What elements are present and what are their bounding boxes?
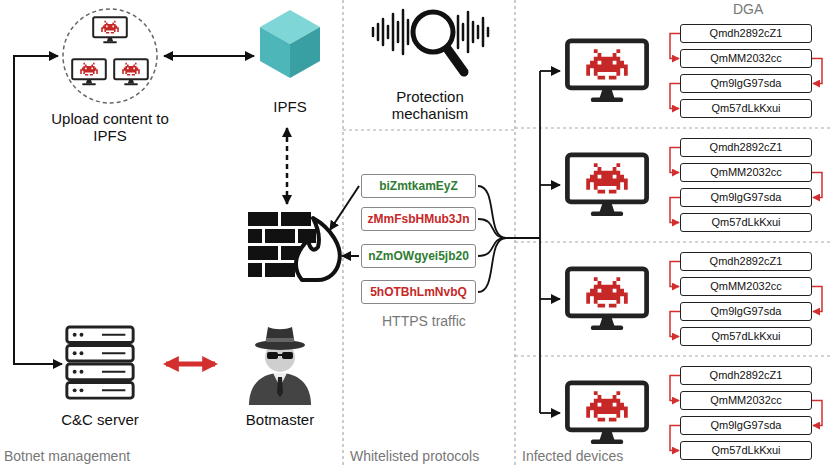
section-label: DGA bbox=[733, 1, 763, 17]
connector bbox=[812, 173, 822, 198]
box-text: nZmOWgyei5jb20 bbox=[368, 250, 469, 262]
section-label: Whitelisted protocols bbox=[350, 448, 479, 464]
domain-box: Qm9lgG97sda bbox=[680, 74, 812, 93]
domain-box: QmMM2032cc bbox=[680, 163, 812, 182]
domain-box: Qm57dLkKxui bbox=[680, 327, 812, 346]
domain-box: QmMM2032cc bbox=[680, 391, 812, 410]
connector bbox=[670, 312, 680, 337]
box-text: biZmtkamEyZ bbox=[379, 180, 458, 192]
connector bbox=[670, 376, 680, 401]
domain-box: Qm9lgG97sda bbox=[680, 416, 812, 435]
connector bbox=[670, 34, 680, 59]
connector bbox=[670, 198, 680, 223]
domain-box: Qmdh2892cZ1 bbox=[680, 24, 812, 43]
box-text: Qm9lgG97sda bbox=[711, 78, 782, 89]
domain-box: Qm57dLkKxui bbox=[680, 441, 812, 460]
icon-node: Upload content to IPFS bbox=[40, 6, 180, 145]
icon-node: Botmaster bbox=[225, 323, 335, 429]
box-text: Qm57dLkKxui bbox=[711, 103, 780, 114]
connector bbox=[812, 59, 822, 84]
box-text: Qmdh2892cZ1 bbox=[710, 28, 783, 39]
traffic-box: zMmFsbHMub3Jn bbox=[361, 207, 476, 231]
icon-node: Protection mechanism bbox=[365, 2, 495, 123]
box-text: Qmdh2892cZ1 bbox=[710, 370, 783, 381]
box-text: 5hOTBhLmNvbQ bbox=[370, 286, 467, 298]
node-label: Botmaster bbox=[246, 411, 314, 428]
node-label: IPFS bbox=[273, 98, 306, 115]
node-icon bbox=[245, 323, 315, 405]
domain-box: Qmdh2892cZ1 bbox=[680, 138, 812, 157]
traffic-box: biZmtkamEyZ bbox=[361, 174, 476, 198]
connector bbox=[670, 426, 680, 451]
domain-box: Qmdh2892cZ1 bbox=[680, 366, 812, 385]
firewall-icon bbox=[248, 212, 340, 280]
domain-box: Qm57dLkKxui bbox=[680, 213, 812, 232]
domain-box: Qm9lgG97sda bbox=[680, 302, 812, 321]
connector bbox=[812, 287, 822, 312]
domain-box: QmMM2032cc bbox=[680, 277, 812, 296]
node-icon bbox=[258, 8, 322, 80]
traffic-box: nZmOWgyei5jb20 bbox=[361, 244, 476, 268]
connector bbox=[670, 262, 680, 287]
node-label: Upload content to IPFS bbox=[43, 110, 177, 145]
node-icon bbox=[60, 6, 160, 106]
box-text: QmMM2032cc bbox=[710, 395, 782, 406]
box-text: Qm57dLkKxui bbox=[711, 217, 780, 228]
node-icon bbox=[365, 2, 495, 80]
box-text: Qm9lgG97sda bbox=[711, 192, 782, 203]
node-label: C&C server bbox=[61, 411, 139, 428]
connector bbox=[812, 401, 822, 426]
domain-box: Qmdh2892cZ1 bbox=[680, 252, 812, 271]
node-label: Protection mechanism bbox=[368, 88, 492, 123]
box-text: zMmFsbHMub3Jn bbox=[368, 213, 470, 225]
icon-node: IPFS bbox=[240, 8, 340, 116]
box-text: Qm57dLkKxui bbox=[711, 445, 780, 456]
connector bbox=[166, 362, 215, 367]
section-label: Infected devices bbox=[522, 448, 623, 464]
connector bbox=[164, 55, 254, 57]
box-text: QmMM2032cc bbox=[710, 53, 782, 64]
box-text: Qmdh2892cZ1 bbox=[710, 256, 783, 267]
domain-box: QmMM2032cc bbox=[680, 49, 812, 68]
box-text: QmMM2032cc bbox=[710, 167, 782, 178]
domain-box: Qm9lgG97sda bbox=[680, 188, 812, 207]
icon-node: C&C server bbox=[40, 325, 160, 429]
section-label: Botnet management bbox=[4, 448, 130, 464]
box-text: Qm9lgG97sda bbox=[711, 306, 782, 317]
box-text: Qm57dLkKxui bbox=[711, 331, 780, 342]
node-icon bbox=[64, 325, 136, 403]
traffic-box: 5hOTBhLmNvbQ bbox=[361, 280, 476, 304]
box-text: QmMM2032cc bbox=[710, 281, 782, 292]
connector bbox=[670, 84, 680, 109]
section-label: HTTPS traffic bbox=[382, 313, 466, 329]
box-text: Qmdh2892cZ1 bbox=[710, 142, 783, 153]
domain-box: Qm57dLkKxui bbox=[680, 99, 812, 118]
box-text: Qm9lgG97sda bbox=[711, 420, 782, 431]
connector bbox=[14, 56, 62, 364]
connector bbox=[670, 148, 680, 173]
